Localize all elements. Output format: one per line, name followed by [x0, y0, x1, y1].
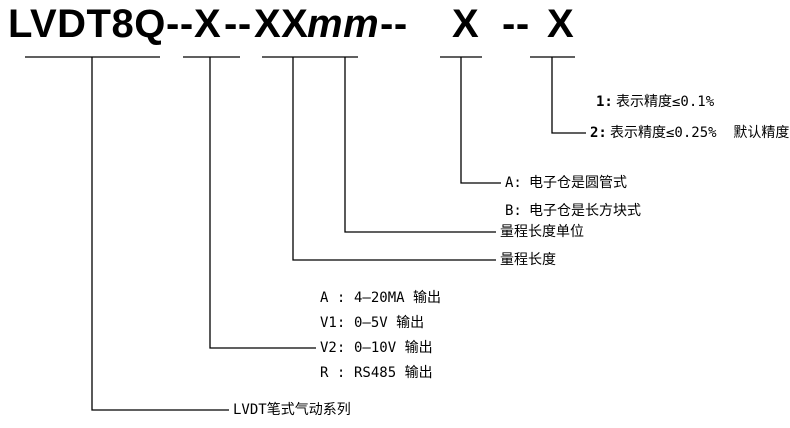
output-option-v2: V2: 0—10V 输出	[320, 340, 433, 356]
output-option-r-key: R :	[320, 365, 346, 381]
output-option-a: A : 4—20MA 输出	[320, 290, 441, 306]
accuracy-option-1-text: 表示精度≤0.1%	[616, 94, 715, 110]
range-length-label: 量程长度	[500, 252, 556, 268]
series-label: LVDT笔式气动系列	[233, 402, 351, 418]
model-series-code: LVDT8Q	[8, 2, 166, 46]
housing-option-a-key: A:	[505, 175, 522, 191]
accuracy-placeholder: X	[547, 2, 575, 46]
housing-placeholder: X	[452, 2, 480, 46]
separator-dash-2: --	[224, 2, 252, 46]
output-option-r: R : RS485 输出	[320, 365, 433, 381]
output-option-v2-key: V2:	[320, 340, 346, 356]
output-option-v1-key: V1:	[320, 315, 346, 331]
separator-dash-3: --	[380, 2, 408, 46]
output-option-a-key: A :	[320, 290, 346, 306]
branch-line-range-length	[292, 57, 496, 261]
branch-line-housing	[460, 57, 501, 184]
accuracy-option-1: 1:表示精度≤0.1%	[596, 94, 714, 110]
housing-option-b-key: B:	[505, 203, 522, 219]
output-option-v1-text: 0—5V 输出	[354, 315, 425, 331]
output-placeholder: X	[194, 2, 222, 46]
separator-dash-1: --	[166, 2, 194, 46]
output-option-r-text: RS485 输出	[354, 365, 433, 381]
housing-option-a-text: 电子仓是圆管式	[529, 175, 627, 191]
range-placeholder: XX	[254, 2, 309, 46]
branch-line-output	[209, 57, 316, 349]
accuracy-option-1-key: 1:	[596, 94, 613, 110]
branch-line-range-unit	[344, 57, 496, 233]
housing-option-b-text: 电子仓是长方块式	[529, 203, 641, 219]
range-unit-label: 量程长度单位	[500, 224, 584, 240]
housing-option-b: B: 电子仓是长方块式	[505, 203, 641, 219]
separator-dash-4: --	[502, 2, 530, 46]
branch-line-accuracy	[551, 57, 586, 134]
output-option-a-text: 4—20MA 输出	[354, 290, 442, 306]
accuracy-option-2-key: 2:	[590, 125, 607, 141]
output-option-v2-text: 0—10V 输出	[354, 340, 433, 356]
branch-line-series	[91, 57, 229, 411]
unit-placeholder: mm	[307, 2, 380, 46]
housing-option-a: A: 电子仓是圆管式	[505, 175, 627, 191]
accuracy-option-2: 2:表示精度≤0.25% 默认精度	[590, 125, 789, 141]
output-option-v1: V1: 0—5V 输出	[320, 315, 424, 331]
accuracy-option-2-text: 表示精度≤0.25% 默认精度	[610, 125, 790, 141]
